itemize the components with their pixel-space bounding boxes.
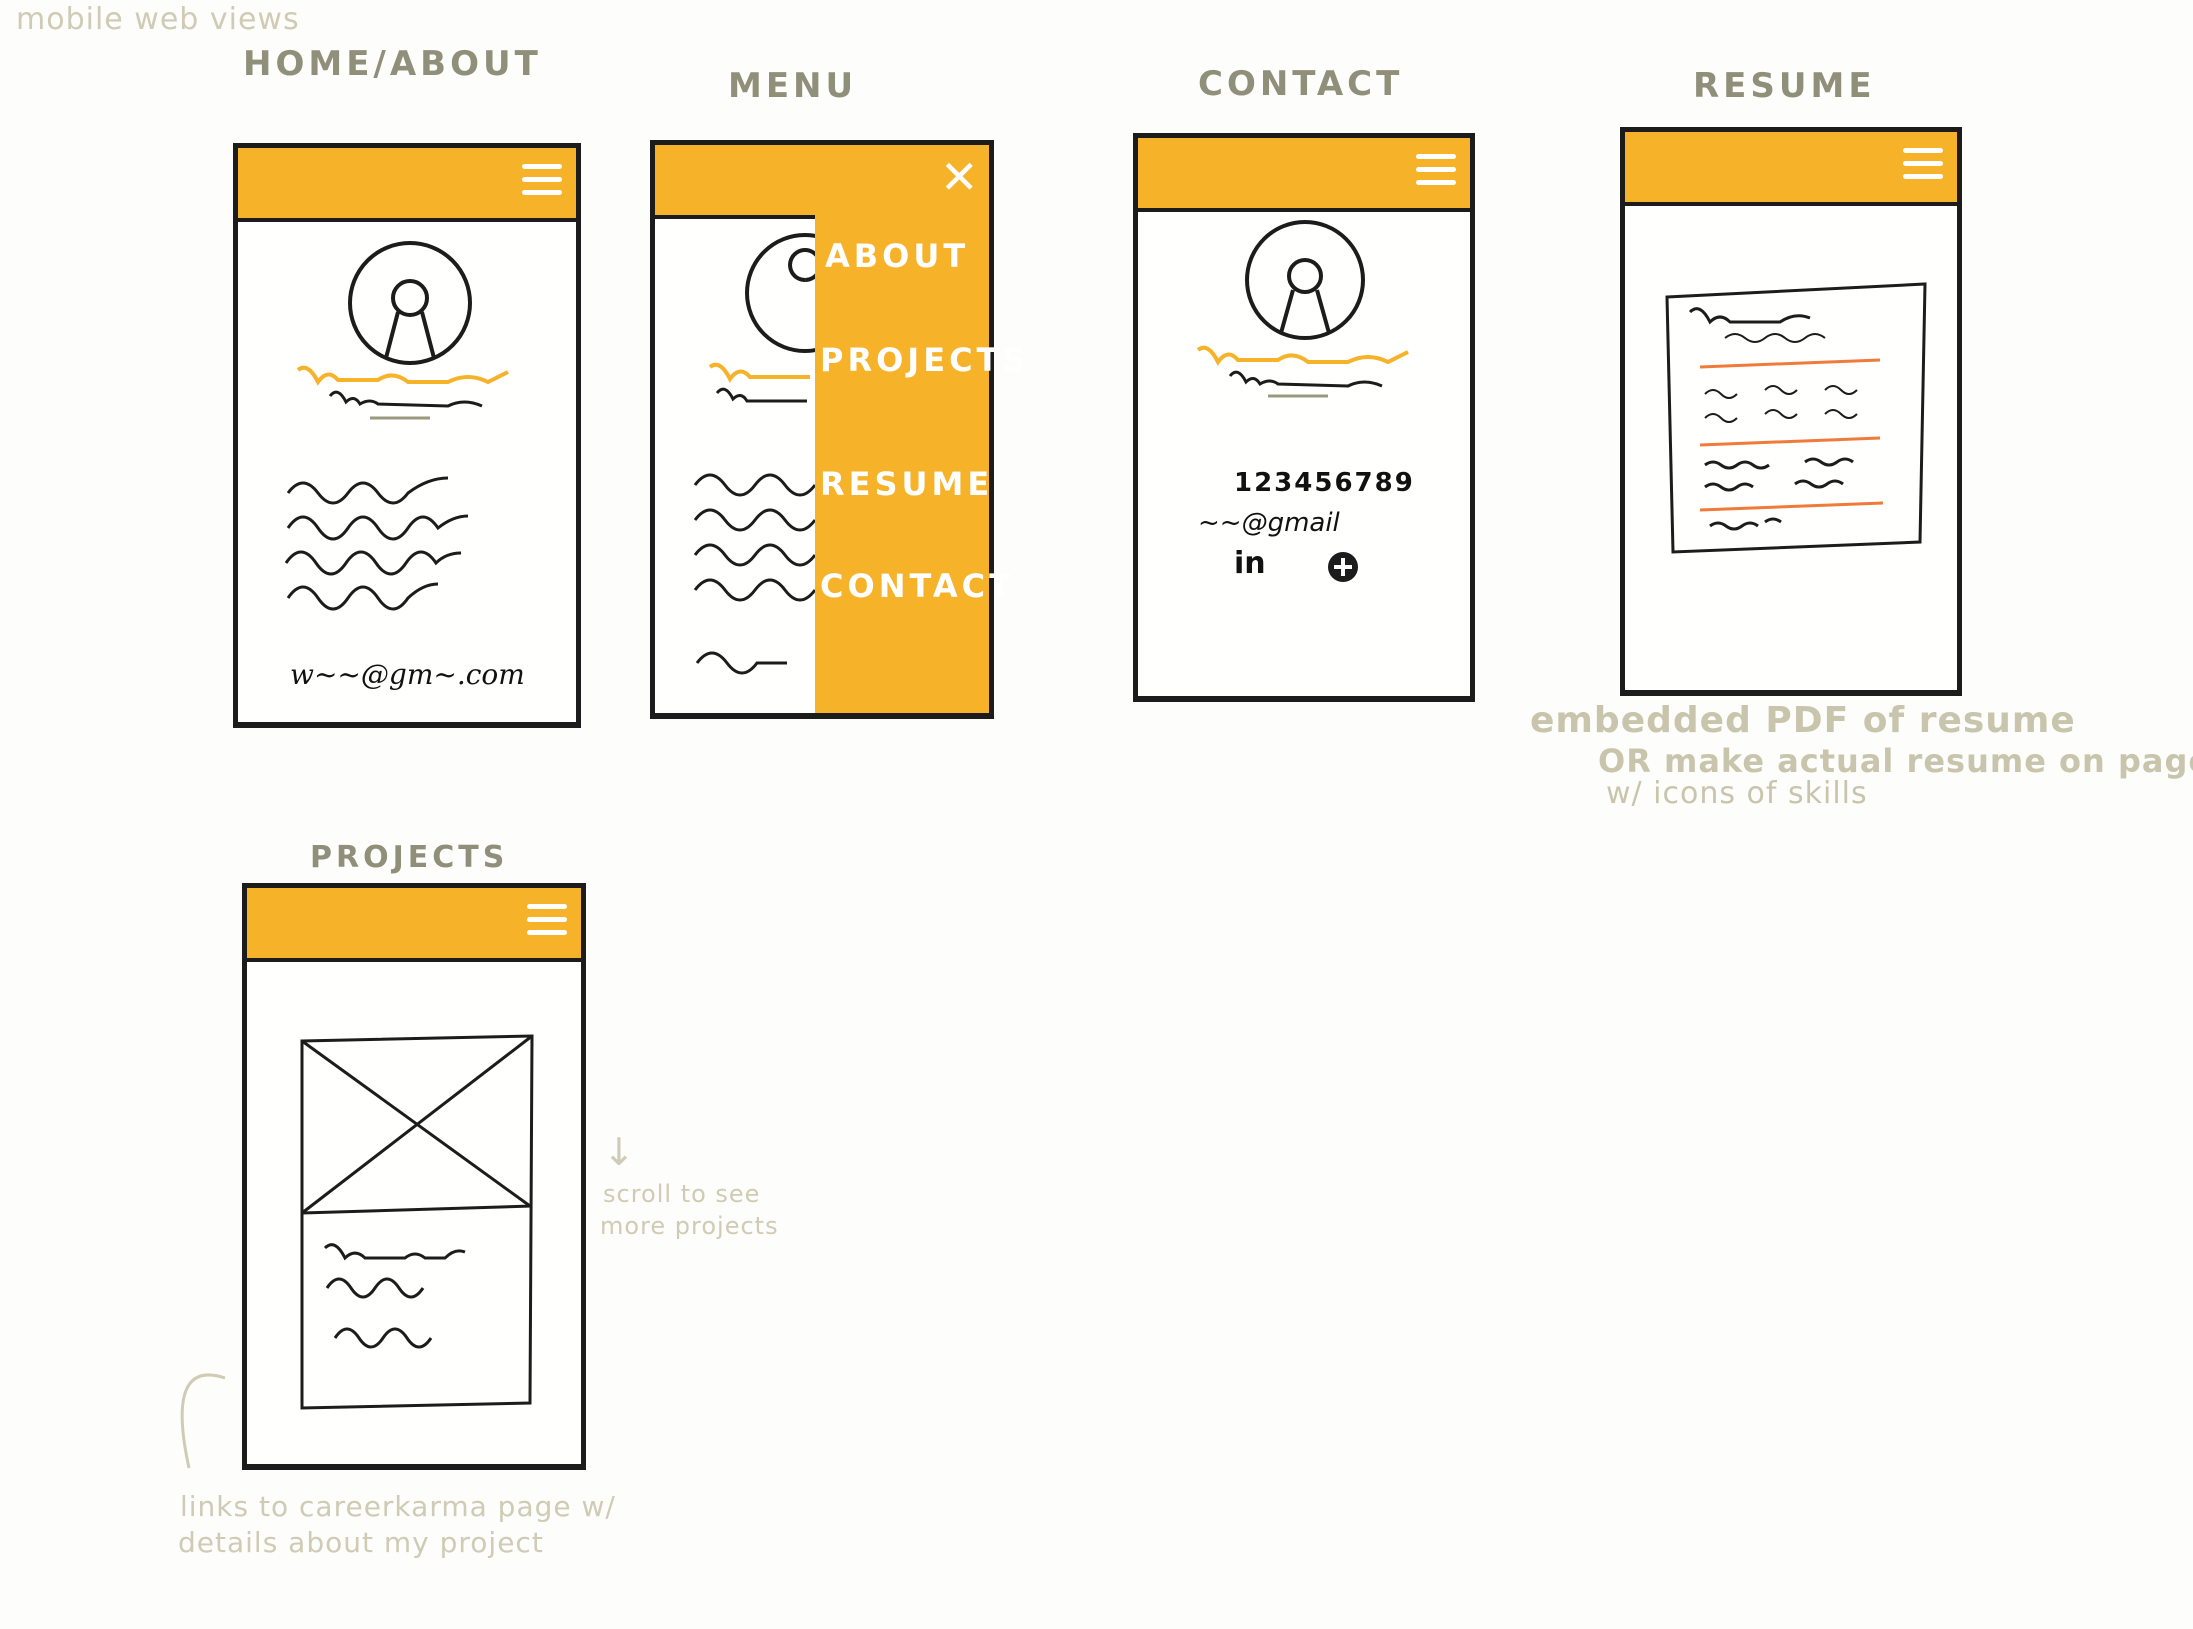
- close-icon[interactable]: ✕: [940, 150, 979, 204]
- scroll-arrow-icon: ↓: [603, 1130, 636, 1174]
- hamburger-icon[interactable]: [527, 904, 567, 943]
- phone-menu: ✕ ABOUT PROJECTS RESUME CONTACT: [650, 140, 1025, 719]
- links-note-line2: details about my project: [178, 1526, 544, 1559]
- avatar-icon: [348, 241, 472, 365]
- menu-item-resume[interactable]: RESUME: [820, 465, 994, 503]
- resume-note-line3: w/ icons of skills: [1606, 776, 1868, 811]
- header-bar: [1625, 132, 1957, 206]
- hamburger-icon[interactable]: [522, 164, 562, 203]
- linkedin-icon[interactable]: in: [1234, 546, 1266, 581]
- caption-home: HOME/ABOUT: [243, 44, 542, 84]
- scroll-note-line2: more projects: [600, 1212, 779, 1240]
- header-bar: [247, 888, 581, 962]
- menu-item-projects[interactable]: PROJECTS: [820, 341, 1030, 379]
- phone-contact: 123456789 ~~@gmail in: [1133, 133, 1475, 702]
- avatar-icon: [1245, 220, 1365, 340]
- phone-projects: [242, 883, 586, 1470]
- header-bar: [1138, 138, 1470, 212]
- github-icon[interactable]: [1326, 550, 1360, 584]
- caption-resume: RESUME: [1693, 66, 1876, 106]
- resume-pdf-preview: [1665, 282, 1927, 554]
- menu-item-contact[interactable]: CONTACT: [820, 567, 1015, 605]
- hamburger-icon[interactable]: [1416, 154, 1456, 193]
- bio-scribble: [693, 362, 817, 675]
- phone-resume: [1620, 127, 1962, 696]
- project-card[interactable]: [247, 888, 581, 1464]
- bio-scribble: [284, 476, 469, 611]
- contact-email[interactable]: ~~@gmail: [1198, 508, 1340, 538]
- caption-projects: PROJECTS: [310, 840, 509, 875]
- hamburger-icon[interactable]: [1903, 148, 1943, 187]
- resume-note-line1: embedded PDF of resume: [1530, 700, 2076, 741]
- caption-contact: CONTACT: [1198, 64, 1404, 104]
- resume-note-line2: OR make actual resume on page: [1598, 742, 2193, 780]
- phone-home: w~~@gm~.com: [233, 143, 581, 728]
- name-scribble: [296, 365, 509, 420]
- menu-item-about[interactable]: ABOUT: [825, 237, 970, 275]
- name-scribble: [1196, 345, 1409, 398]
- contact-phone[interactable]: 123456789: [1234, 468, 1415, 498]
- header-note: mobile web views: [16, 2, 300, 37]
- home-email[interactable]: w~~@gm~.com: [290, 658, 525, 691]
- menu-panel: [815, 145, 989, 713]
- links-note-line1: links to careerkarma page w/: [180, 1490, 616, 1523]
- caption-menu: MENU: [728, 66, 858, 106]
- header-bar: [238, 148, 576, 222]
- scroll-note-line1: scroll to see: [603, 1180, 761, 1208]
